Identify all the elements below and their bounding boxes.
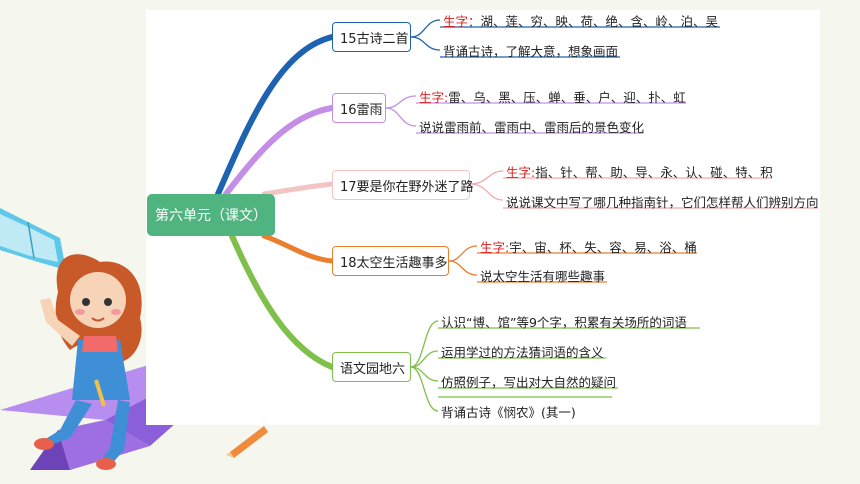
leaf-tag-sep: : bbox=[444, 90, 449, 105]
branch-node-15[interactable]: 15古诗二首 bbox=[332, 22, 411, 52]
branch-node-16[interactable]: 16雷雨 bbox=[332, 93, 386, 123]
leaf-17-task: 说说课文中写了哪几种指南针，它们怎样帮人们辨别方向 bbox=[506, 195, 819, 210]
leaf-garden-3: 仿照例子，写出对大自然的疑问 bbox=[441, 375, 617, 390]
connector-branch-16 bbox=[223, 105, 335, 197]
leaf-tag-sep: : bbox=[531, 165, 536, 180]
leaf-garden-2: 运用学过的方法猜词语的含义 bbox=[441, 345, 604, 360]
leaf-garden-4: 背诵古诗《悯农》(其一) bbox=[441, 405, 576, 420]
leaf-17-characters: 生字:指、针、帮、助、导、永、认、碰、特、积 bbox=[506, 162, 773, 181]
leaf-15-characters: 生字：湖、莲、穷、映、荷、绝、含、岭、泊、吴 bbox=[443, 11, 718, 30]
leaf-16-task: 说说雷雨前、雷雨中、雷雨后的景色变化 bbox=[419, 120, 645, 135]
leaf-text: 宇、宙、杯、失、容、易、浴、桶 bbox=[509, 240, 697, 255]
leaf-16-characters: 生字:雷、乌、黑、压、蝉、垂、户、迎、扑、虹 bbox=[419, 87, 686, 106]
root-node[interactable]: 第六单元（课文） bbox=[147, 194, 275, 236]
leaf-18-characters: 生字:宇、宙、杯、失、容、易、浴、桶 bbox=[480, 237, 697, 256]
book-icon bbox=[0, 208, 66, 270]
connector-branch-17 bbox=[261, 181, 335, 197]
leaf-15-task: 背诵古诗，了解大意，想象画面 bbox=[443, 44, 619, 59]
connector-branch-15 bbox=[215, 34, 335, 197]
leaf-tag-sep: : bbox=[505, 240, 510, 255]
leaf-text: 雷、乌、黑、压、蝉、垂、户、迎、扑、虹 bbox=[448, 90, 686, 105]
branch-node-17[interactable]: 17要是你在野外迷了路 bbox=[332, 170, 474, 200]
leaf-text: 指、针、帮、助、导、永、认、碰、特、积 bbox=[535, 165, 773, 180]
connector-branch-18 bbox=[261, 233, 335, 264]
leaf-18-task: 说太空生活有哪些趣事 bbox=[480, 269, 606, 284]
connector-branch-garden bbox=[229, 233, 335, 370]
leaf-tag: 生字 bbox=[480, 240, 506, 255]
leaf-tag: 生字 bbox=[443, 14, 469, 29]
branch-node-garden[interactable]: 语文园地六 bbox=[332, 352, 411, 382]
leaf-tag-sep: ： bbox=[468, 14, 481, 29]
leaf-tag: 生字 bbox=[419, 90, 445, 105]
leaf-tag: 生字 bbox=[506, 165, 532, 180]
leaf-garden-1: 认识“博、馆”等9个字，积累有关场所的词语 bbox=[441, 315, 687, 330]
leaf-text: 湖、莲、穷、映、荷、绝、含、岭、泊、吴 bbox=[480, 14, 719, 29]
girl-illustration bbox=[34, 254, 142, 470]
branch-node-18[interactable]: 18太空生活趣事多 bbox=[332, 246, 449, 276]
pencil-icon bbox=[226, 426, 268, 458]
